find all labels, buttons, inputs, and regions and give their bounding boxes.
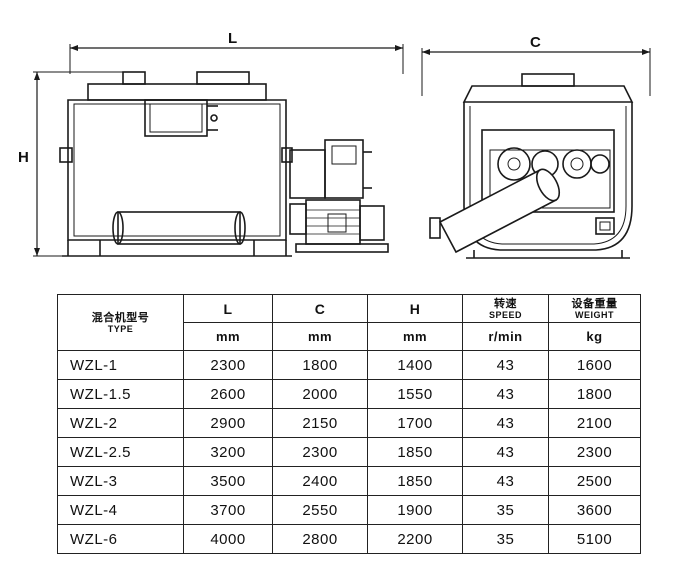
speed-cell: 43: [462, 466, 549, 496]
length-unit: mm: [183, 322, 273, 351]
weight-cell: 2500: [548, 466, 641, 496]
speed-unit: r/min: [462, 322, 549, 351]
model-cell: WZL-3: [57, 466, 184, 496]
height-cell: 1700: [367, 408, 463, 438]
table-row: WZL-6 4000 2800 2200 35 5100: [57, 524, 641, 554]
length-cell: 2600: [183, 379, 273, 409]
height-unit: mm: [367, 322, 463, 351]
model-cell: WZL-2: [57, 408, 184, 438]
length-header: L: [183, 294, 273, 323]
weight-cell: 5100: [548, 524, 641, 554]
model-cell: WZL-1.5: [57, 379, 184, 409]
width-cell: 2300: [272, 437, 368, 467]
height-cell: 2200: [367, 524, 463, 554]
height-header: H: [367, 294, 463, 323]
specification-table: 混合机型号 TYPE L C H 转速 SPEED 设备重量 WEIGHT mm…: [57, 294, 641, 554]
speed-header-en: SPEED: [488, 309, 522, 320]
length-cell: 3700: [183, 495, 273, 525]
header-row: 混合机型号 TYPE L C H 转速 SPEED 设备重量 WEIGHT: [57, 294, 641, 351]
dimension-label-l: L: [228, 30, 237, 47]
speed-cell: 35: [462, 495, 549, 525]
machine-drawing: L H: [18, 30, 651, 259]
front-view: L H: [18, 30, 404, 257]
height-cell: 1850: [367, 466, 463, 496]
model-cell: WZL-2.5: [57, 437, 184, 467]
type-header-en: TYPE: [107, 323, 134, 334]
length-cell: 4000: [183, 524, 273, 554]
height-cell: 1850: [367, 437, 463, 467]
type-header-cn: 混合机型号: [91, 311, 150, 324]
weight-header-en: WEIGHT: [575, 309, 614, 320]
table-row: WZL-2 2900 2150 1700 43 2100: [57, 408, 641, 438]
weight-cell: 2300: [548, 437, 641, 467]
width-cell: 1800: [272, 350, 368, 380]
table-row: WZL-2.5 3200 2300 1850 43 2300: [57, 437, 641, 467]
weight-header: 设备重量 WEIGHT: [548, 294, 641, 323]
weight-header-cn: 设备重量: [571, 297, 618, 310]
length-cell: 2300: [183, 350, 273, 380]
speed-cell: 43: [462, 408, 549, 438]
speed-cell: 43: [462, 437, 549, 467]
weight-cell: 2100: [548, 408, 641, 438]
width-cell: 2550: [272, 495, 368, 525]
height-cell: 1400: [367, 350, 463, 380]
width-header: C: [272, 294, 368, 323]
table-row: WZL-4 3700 2550 1900 35 3600: [57, 495, 641, 525]
unit-row: mm mm mm r/min kg: [58, 322, 641, 351]
weight-cell: 3600: [548, 495, 641, 525]
table-row: WZL-3 3500 2400 1850 43 2500: [57, 466, 641, 496]
width-cell: 2800: [272, 524, 368, 554]
table-row: WZL-1.5 2600 2000 1550 43 1800: [57, 379, 641, 409]
type-header: 混合机型号 TYPE: [57, 294, 184, 351]
weight-unit: kg: [548, 322, 641, 351]
width-cell: 2400: [272, 466, 368, 496]
table-row: WZL-1 2300 1800 1400 43 1600: [57, 350, 641, 380]
speed-cell: 43: [462, 350, 549, 380]
dimension-label-c: C: [530, 34, 541, 51]
height-cell: 1550: [367, 379, 463, 409]
width-cell: 2000: [272, 379, 368, 409]
model-cell: WZL-1: [57, 350, 184, 380]
side-view: C: [421, 34, 651, 259]
length-cell: 2900: [183, 408, 273, 438]
width-cell: 2150: [272, 408, 368, 438]
model-cell: WZL-6: [57, 524, 184, 554]
speed-header-cn: 转速: [494, 297, 517, 310]
weight-cell: 1600: [548, 350, 641, 380]
length-cell: 3500: [183, 466, 273, 496]
width-unit: mm: [272, 322, 368, 351]
speed-header: 转速 SPEED: [462, 294, 549, 323]
weight-cell: 1800: [548, 379, 641, 409]
dimension-label-h: H: [18, 149, 29, 166]
height-cell: 1900: [367, 495, 463, 525]
speed-cell: 35: [462, 524, 549, 554]
speed-cell: 43: [462, 379, 549, 409]
length-cell: 3200: [183, 437, 273, 467]
model-cell: WZL-4: [57, 495, 184, 525]
